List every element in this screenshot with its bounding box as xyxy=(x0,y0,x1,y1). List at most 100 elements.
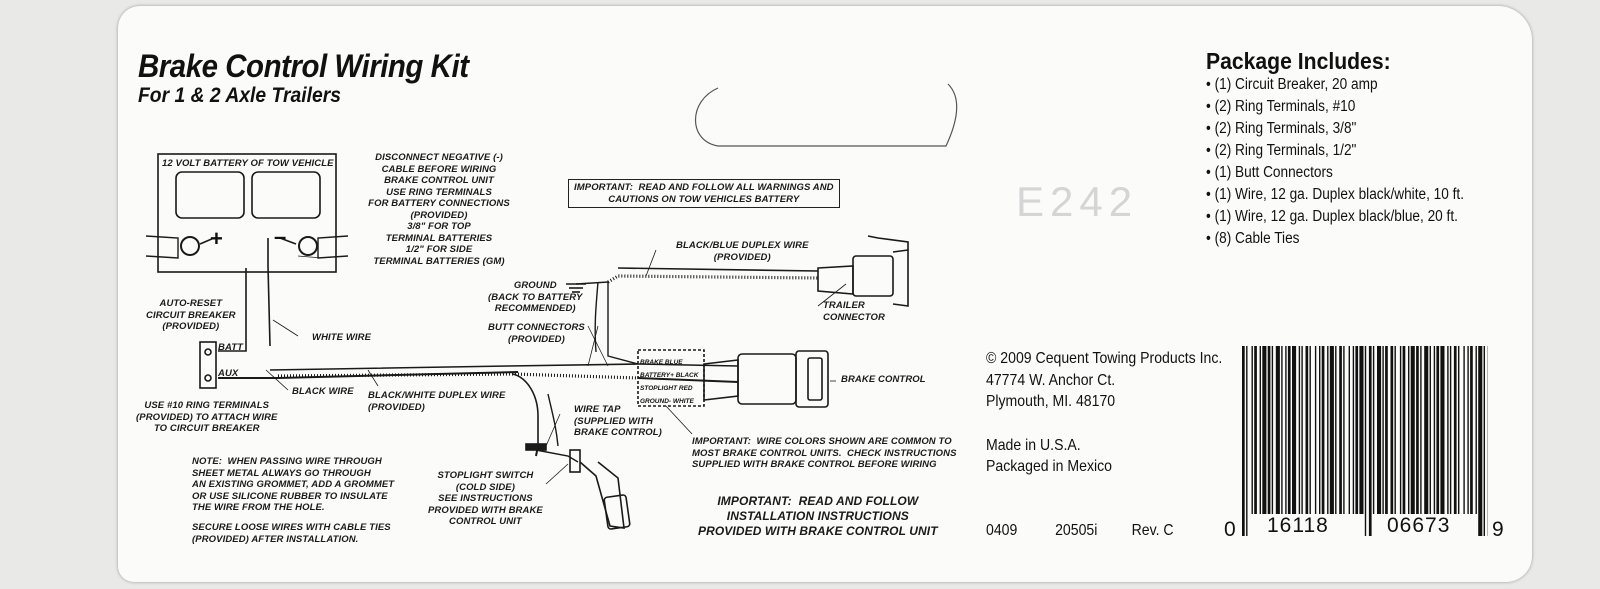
barcode-check-digit: 9 xyxy=(1492,518,1505,541)
product-codes: 0409 20505i Rev. C xyxy=(986,520,1174,542)
page-subtitle: For 1 & 2 Axle Trailers xyxy=(138,84,341,107)
aux-label: AUX xyxy=(218,368,239,379)
barcode-bar xyxy=(1420,346,1422,514)
white-wire-leader xyxy=(272,319,299,337)
trailer-connector-label: TRAILER CONNECTOR xyxy=(823,300,885,323)
city: Plymouth, MI. 48170 xyxy=(986,393,1116,410)
part-code: 20505i xyxy=(1055,522,1098,539)
breaker-feed-wire xyxy=(218,268,247,352)
battery-cell-right xyxy=(251,171,321,219)
page-title: Brake Control Wiring Kit xyxy=(138,48,469,84)
barcode-bar xyxy=(1402,346,1406,514)
barcode-bar xyxy=(1382,346,1384,514)
barcode-bar xyxy=(1424,346,1429,514)
barcode-bar xyxy=(1287,346,1291,514)
barcode-bar xyxy=(1254,346,1257,514)
terminal-battery: BATTERY+ BLACK xyxy=(640,372,699,379)
date-code: 0409 xyxy=(986,522,1018,539)
black-wire-run xyxy=(218,371,519,379)
important-install-note: IMPORTANT: READ AND FOLLOW INSTALLATION … xyxy=(698,494,938,538)
barcode-bar xyxy=(1470,346,1473,514)
white-wire-label: WHITE WIRE xyxy=(312,332,372,343)
black-wire-label: BLACK WIRE xyxy=(292,386,354,397)
barcode-bar xyxy=(1281,346,1283,514)
packaged-in: Packaged in Mexico xyxy=(986,458,1113,475)
black-blue-duplex-wire xyxy=(607,274,819,284)
barcode-bar xyxy=(1447,346,1449,514)
positive-terminal xyxy=(180,236,200,256)
package-title: Package Includes: xyxy=(1206,48,1391,74)
barcode-bar xyxy=(1319,346,1321,514)
white-wire-run xyxy=(269,363,639,371)
negative-cable xyxy=(317,235,349,259)
barcode-bar xyxy=(1327,346,1329,514)
barcode-bar xyxy=(1259,346,1261,514)
minus-sign: – xyxy=(274,224,287,249)
barcode-bar xyxy=(1416,346,1419,514)
barcode-bar xyxy=(1275,346,1280,514)
ring-terminals-note: USE #10 RING TERMINALS (PROVIDED) TO ATT… xyxy=(136,400,278,434)
hanger-hole xyxy=(695,83,958,147)
barcode-bar xyxy=(1483,346,1485,536)
package-item: (2) Ring Terminals, 1/2" xyxy=(1206,140,1464,162)
lot-stamp: E242 xyxy=(1016,178,1139,225)
wiring-diagram xyxy=(145,83,958,530)
barcode-lead-digit: 0 xyxy=(1224,518,1237,541)
barcode-bars xyxy=(1242,346,1491,536)
barcode-bar xyxy=(1453,346,1457,514)
barcode-group-2: 06673 xyxy=(1384,514,1454,538)
important-battery-note: IMPORTANT: READ AND FOLLOW ALL WARNINGS … xyxy=(568,179,840,208)
barcode-bar xyxy=(1246,346,1248,536)
barcode-bar xyxy=(1267,346,1271,514)
barcode-bar xyxy=(1309,346,1311,514)
barcode-bar xyxy=(1359,346,1364,514)
company-info: © 2009 Cequent Towing Products Inc. 4777… xyxy=(986,348,1222,478)
barcode-bar xyxy=(1305,346,1309,514)
barcode-bar xyxy=(1314,346,1317,514)
battery-outline xyxy=(157,153,337,273)
brake-control-label: BRAKE CONTROL xyxy=(841,374,926,385)
barcode-bar xyxy=(1251,346,1253,514)
barcode-bar xyxy=(1285,346,1287,514)
address: 47774 W. Anchor Ct. xyxy=(986,371,1116,389)
black-blue-wire-label: BLACK/BLUE DUPLEX WIRE (PROVIDED) xyxy=(676,240,809,263)
stoplight-switch xyxy=(569,449,581,473)
barcode-bar xyxy=(1399,346,1402,514)
barcode-bar xyxy=(1436,346,1440,514)
battery-cell-left xyxy=(175,171,245,219)
barcode-bar xyxy=(1408,346,1410,514)
barcode-bar xyxy=(1271,346,1274,514)
barcode-bar xyxy=(1467,346,1469,514)
package-item: (1) Wire, 12 ga. Duplex black/blue, 20 f… xyxy=(1206,206,1464,228)
terminal-labels: BRAKE BLUE BATTERY+ BLACK STOPLIGHT RED … xyxy=(640,356,698,408)
barcode-bar xyxy=(1298,346,1301,514)
wire-tap xyxy=(525,443,547,451)
barcode-bar xyxy=(1377,346,1382,514)
barcode-bar xyxy=(1368,346,1372,536)
butt-connectors-label: BUTT CONNECTORS (PROVIDED) xyxy=(488,322,585,345)
made-in: Made in U.S.A. xyxy=(986,436,1081,454)
negative-terminal xyxy=(298,236,318,256)
circuit-breaker xyxy=(199,341,217,389)
barcode-bar xyxy=(1348,346,1350,514)
white-wire-drop xyxy=(267,238,271,347)
stoplight-branch xyxy=(512,373,539,446)
batt-label: BATT xyxy=(218,342,244,353)
package-item: (1) Circuit Breaker, 20 amp xyxy=(1206,74,1464,96)
terminal-ground: GROUND- WHITE xyxy=(640,398,694,405)
barcode-bar xyxy=(1242,346,1245,536)
barcode-bar xyxy=(1355,346,1359,514)
barcode-bar xyxy=(1339,346,1342,514)
terminal-block xyxy=(637,349,705,407)
barcode-bar xyxy=(1352,346,1355,514)
barcode-bar xyxy=(1301,346,1303,514)
package-card: Brake Control Wiring Kit For 1 & 2 Axle … xyxy=(118,6,1532,582)
package-item: (1) Butt Connectors xyxy=(1206,162,1464,184)
terminal-brake: BRAKE BLUE xyxy=(640,359,683,366)
barcode-bar xyxy=(1262,346,1267,514)
stoplight-switch-label: STOPLIGHT SWITCH (COLD SIDE) SEE INSTRUC… xyxy=(428,470,543,527)
barcode-bar xyxy=(1429,346,1431,514)
barcode-bar xyxy=(1394,346,1396,514)
sheet-metal-note: NOTE: WHEN PASSING WIRE THROUGH SHEET ME… xyxy=(192,456,395,513)
wire-tap-label: WIRE TAP (SUPPLIED WITH BRAKE CONTROL) xyxy=(574,404,662,438)
